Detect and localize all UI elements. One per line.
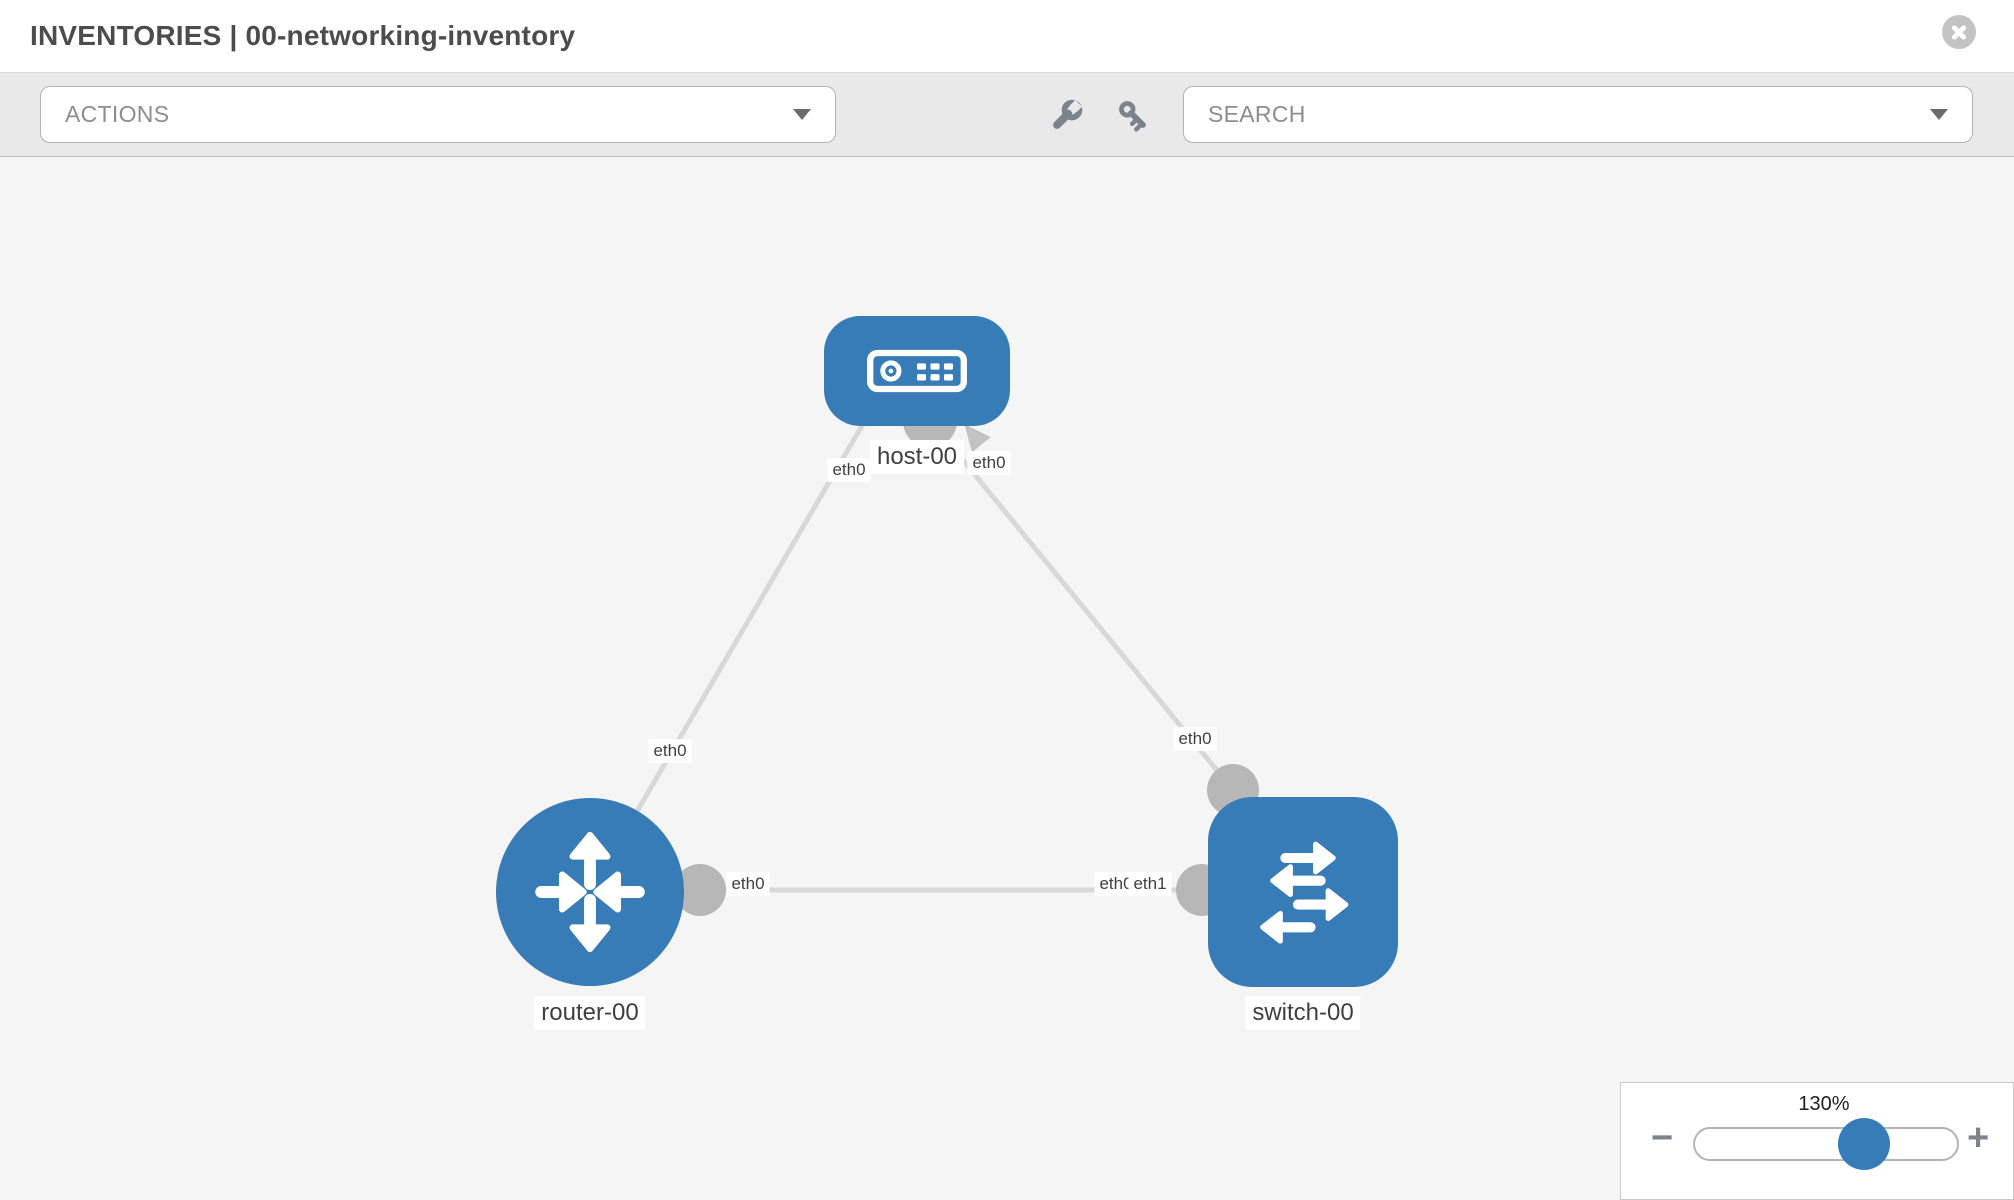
zoom-panel: 130% − + — [1620, 1082, 2014, 1200]
host-icon — [867, 349, 967, 393]
header: INVENTORIES | 00-networking-inventory — [0, 0, 2014, 73]
key-icon[interactable] — [1115, 97, 1153, 135]
router-icon — [535, 831, 645, 953]
iface-label-router-host: eth0 — [648, 739, 692, 763]
iface-label-host-right: eth0 — [967, 451, 1011, 475]
links-layer — [587, 410, 1235, 894]
node-label-router: router-00 — [534, 996, 646, 1030]
chevron-down-icon — [793, 109, 811, 120]
iface-label-switch-top: eth0 — [1173, 727, 1217, 751]
node-host[interactable] — [824, 316, 1010, 426]
search-dropdown[interactable]: SEARCH — [1183, 86, 1973, 143]
node-label-host: host-00 — [869, 440, 965, 474]
topology-canvas[interactable]: host-00 router-00 switch-00 eth0 eth0 et… — [0, 157, 2014, 1200]
link-arrowhead — [964, 423, 991, 453]
toolbar: ACTIONS SEARCH — [0, 73, 2014, 157]
iface-label-router-right: eth0 — [726, 872, 770, 896]
wrench-icon[interactable] — [1047, 97, 1085, 135]
close-icon[interactable] — [1942, 15, 1976, 49]
node-switch[interactable] — [1208, 797, 1398, 987]
switch-icon — [1260, 841, 1349, 944]
chevron-down-icon — [1930, 109, 1948, 120]
iface-label-switch-left-front: eth1 — [1128, 872, 1172, 896]
search-dropdown-label: SEARCH — [1208, 101, 1306, 127]
zoom-out-button[interactable]: − — [1651, 1117, 1674, 1159]
actions-dropdown[interactable]: ACTIONS — [40, 86, 836, 143]
actions-dropdown-label: ACTIONS — [65, 101, 170, 127]
zoom-level: 130% — [1798, 1093, 1850, 1115]
node-router[interactable] — [496, 798, 684, 986]
zoom-slider-track[interactable] — [1693, 1127, 1959, 1161]
iface-label-host-left: eth0 — [827, 458, 871, 482]
node-label-switch: switch-00 — [1245, 996, 1361, 1030]
zoom-slider-thumb[interactable] — [1838, 1118, 1890, 1170]
page-title: INVENTORIES | 00-networking-inventory — [30, 20, 576, 51]
zoom-in-button[interactable]: + — [1967, 1117, 1990, 1159]
